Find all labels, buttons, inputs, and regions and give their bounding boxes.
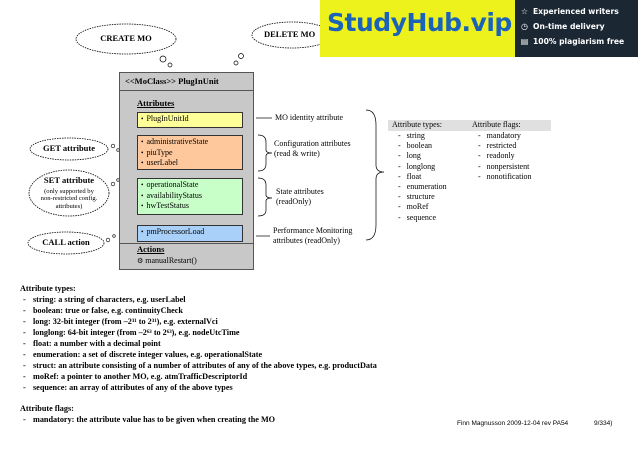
attributes-heading: Attributes	[137, 98, 175, 108]
flags-explanation-list: mandatory: the attribute value has to be…	[20, 414, 540, 425]
actions-divider	[120, 243, 253, 244]
feature-on-time-delivery: ◷ On-time delivery	[519, 22, 605, 31]
set-attribute-cloud: SET attribute (only supported by non-res…	[27, 168, 111, 218]
state-attribute-box: operationalState availabilityStatus hwTe…	[137, 178, 243, 215]
type-explanation: long: 32-bit integer (from –2³¹ to 2³¹),…	[20, 316, 540, 327]
perf-attribute: pmProcessorLoad	[141, 227, 239, 238]
gear-icon: ⚙	[137, 257, 144, 265]
state-attribute: hwTestStatus	[141, 201, 239, 212]
type-explanation: struct: an attribute consisting of a num…	[20, 360, 540, 371]
get-attribute-cloud: GET attribute	[28, 136, 110, 162]
identity-attribute: PlugInUnitId	[141, 114, 239, 125]
section-gap	[20, 393, 540, 403]
type-explanation: float: a number with a decimal point	[20, 338, 540, 349]
perf-description-line: Performance Monitoring	[273, 226, 353, 235]
action-label: manualRestart()	[145, 256, 197, 265]
state-description-line: State attributes	[276, 187, 324, 196]
type-item: string	[398, 131, 447, 141]
type-explanation: moRef: a pointer to another MO, e.g. atm…	[20, 371, 540, 382]
flag-item: nonpersistent	[478, 162, 532, 172]
cloud-connector-dots	[105, 143, 120, 243]
config-description: Configuration attributes (read & write)	[274, 139, 351, 159]
clock-icon: ◷	[521, 22, 528, 31]
config-attribute: userLabel	[141, 158, 239, 169]
type-item: structure	[398, 192, 447, 202]
cloud-shape	[75, 23, 177, 55]
flag-explanation: mandatory: the attribute value has to be…	[20, 414, 540, 425]
flag-item: nonotification	[478, 172, 532, 182]
type-item: long	[398, 151, 447, 161]
mo-class-box: <<MoClass>> PlugInUnit Attributes PlugIn…	[119, 72, 254, 270]
type-item: float	[398, 172, 447, 182]
type-explanation: boolean: true or false, e.g. continuityC…	[20, 305, 540, 316]
attribute-explanations: Attribute types: string: a string of cha…	[20, 283, 540, 425]
studyhub-banner[interactable]: StudyHub.vip ☆ Experienced writers ◷ On-ti…	[320, 0, 638, 57]
create-mo-label: CREATE MO	[100, 33, 152, 44]
type-item: boolean	[398, 141, 447, 151]
set-attribute-label: SET attribute	[43, 174, 95, 185]
logo-background	[320, 0, 515, 57]
mo-class-title: <<MoClass>> PlugInUnit	[125, 76, 219, 86]
set-attribute-note: (only supported by non-restricted config…	[40, 187, 98, 210]
flags-heading: Attribute flags:	[20, 404, 74, 413]
types-list: string boolean long longlong float enume…	[398, 131, 447, 223]
types-panel-header: Attribute types: Attribute flags:	[388, 120, 551, 131]
flags-header: Attribute flags:	[472, 120, 521, 129]
get-attribute-label: GET attribute	[42, 143, 96, 154]
type-explanation: sequence: an array of attributes of any …	[20, 382, 540, 393]
studyhub-logo[interactable]: StudyHub.vip	[327, 8, 512, 37]
config-description-line: Configuration attributes	[274, 139, 351, 148]
star-icon: ☆	[520, 7, 529, 16]
types-heading: Attribute types:	[20, 284, 76, 293]
types-explanation-list: string: a string of characters, e.g. use…	[20, 294, 540, 393]
feature-label: On-time delivery	[533, 22, 605, 31]
call-action-cloud: CALL action	[26, 230, 106, 256]
feature-plagiarism-free: ▤ 100% plagiarism free	[519, 37, 624, 46]
state-description: State attributes (readOnly)	[276, 187, 324, 207]
call-action-label: CALL action	[42, 237, 90, 248]
set-attribute-text: SET attribute (only supported by non-res…	[27, 168, 111, 218]
feature-label: 100% plagiarism free	[533, 37, 625, 46]
state-description-line: (readOnly)	[276, 197, 312, 206]
config-description-line: (read & write)	[274, 149, 320, 158]
actions-heading: Actions	[137, 244, 165, 254]
footer-author: Finn Magnusson 2009-12-04 rev PA54	[457, 420, 569, 427]
type-item: sequence	[398, 213, 447, 223]
config-attribute: piuType	[141, 148, 239, 159]
document-icon: ▤	[520, 37, 529, 46]
identity-description: MO identity attribute	[275, 113, 343, 122]
action-item: ⚙manualRestart()	[137, 256, 197, 265]
state-attribute: operationalState	[141, 180, 239, 191]
description-brackets	[256, 109, 385, 241]
perf-description-line: attributes (readOnly)	[273, 236, 340, 245]
type-explanation: string: a string of characters, e.g. use…	[20, 294, 540, 305]
perf-attribute-box: pmProcessorLoad	[137, 225, 243, 242]
flag-item: restricted	[478, 141, 532, 151]
title-divider	[120, 90, 253, 91]
type-item: enumeration	[398, 182, 447, 192]
create-mo-cloud: CREATE MO	[74, 22, 178, 56]
delete-mo-label: DELETE MO	[264, 29, 316, 40]
type-item: moRef	[398, 202, 447, 212]
attribute-types-panel: Attribute types: Attribute flags: string…	[388, 120, 551, 226]
feature-experienced-writers: ☆ Experienced writers	[519, 7, 619, 16]
config-attribute: administrativeState	[141, 137, 239, 148]
identity-attribute-box: PlugInUnitId	[137, 112, 243, 128]
flag-item: mandatory	[478, 131, 532, 141]
state-attribute: availabilityStatus	[141, 191, 239, 202]
type-item: longlong	[398, 162, 447, 172]
flag-item: readonly	[478, 151, 532, 161]
types-header: Attribute types:	[392, 120, 442, 129]
page-number: 9/334)	[594, 420, 613, 427]
config-attribute-box: administrativeState piuType userLabel	[137, 135, 243, 170]
flags-list: mandatory restricted readonly nonpersist…	[478, 131, 532, 182]
type-explanation: longlong: 64-bit integer (from –2⁶³ to 2…	[20, 327, 540, 338]
perf-description: Performance Monitoring attributes (readO…	[273, 226, 352, 246]
feature-label: Experienced writers	[533, 7, 619, 16]
type-explanation: enumeration: a set of discrete integer v…	[20, 349, 540, 360]
